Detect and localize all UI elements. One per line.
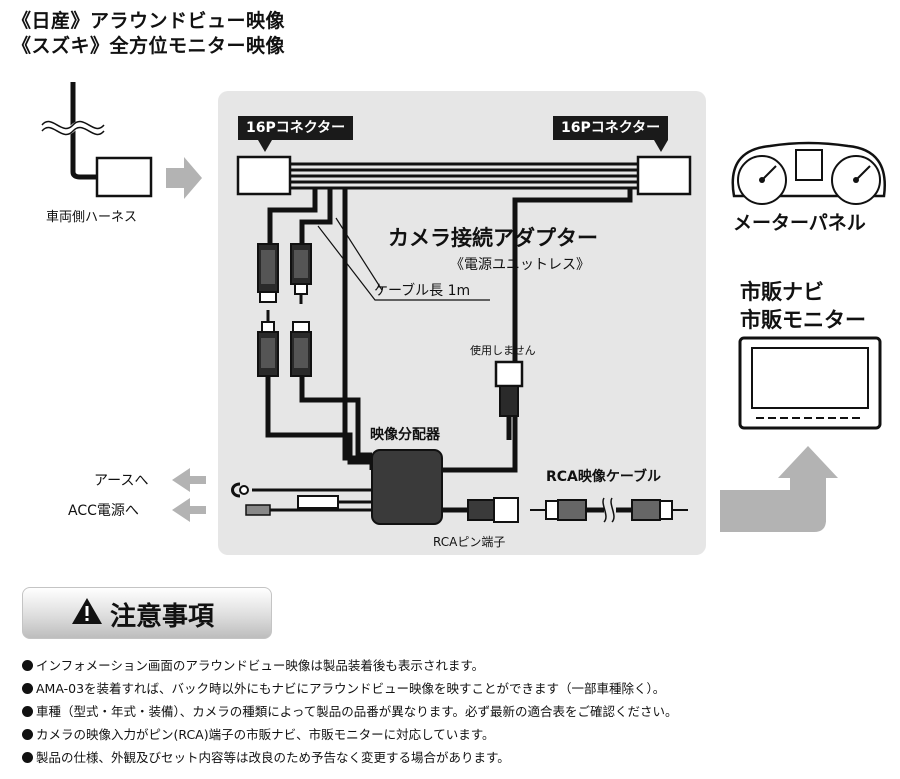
notice-banner (22, 587, 272, 639)
monitor-icon (738, 336, 882, 430)
rca-pin-label: RCAピン端子 (433, 535, 506, 549)
acc-label: ACC電源へ (68, 503, 139, 519)
notice-item: 車種（型式・年式・装備）、カメラの種類によって製品の品番が異なります。必ず最新の… (22, 701, 678, 720)
title-line-2: 《スズキ》全方位モニター映像 (12, 35, 286, 57)
monitor-label: 市販モニター (740, 308, 866, 332)
connector-left (236, 155, 292, 196)
notice-item: インフォメーション画面のアラウンドビュー映像は製品装着後も表示されます。 (22, 655, 484, 674)
arrow-left-icon (172, 468, 206, 492)
notice-item: 製品の仕様、外観及びセット内容等は改良のため予告なく変更する場合があります。 (22, 747, 510, 766)
rca-plugs-upper (257, 243, 312, 304)
unused-label: 使用しません (470, 344, 536, 357)
video-distributor (371, 449, 443, 525)
distributor-outputs (231, 482, 519, 523)
warning-icon (72, 598, 102, 624)
rca-cable-label: RCA映像ケーブル (546, 469, 662, 485)
meter-panel-label: メーターパネル (733, 212, 866, 234)
branch-cables (265, 188, 633, 473)
vehicle-harness (39, 82, 153, 198)
cable-length-label: ケーブル長 1m (374, 283, 471, 299)
adapter-title: カメラ接続アダプター (388, 226, 598, 250)
main-cable (290, 162, 638, 190)
notice-title: 注意事項 (110, 602, 215, 632)
adapter-subtitle: 《電源ユニットレス》 (450, 257, 590, 273)
length-pointer (317, 225, 490, 301)
connector-right (636, 155, 692, 196)
rca-plugs-lower (257, 310, 312, 377)
distributor-label: 映像分配器 (370, 427, 440, 443)
connector-label-left: 16Pコネクター (238, 116, 354, 140)
rca-video-cable (530, 497, 688, 523)
pointer-icon (258, 140, 272, 152)
meter-panel-icon (731, 141, 886, 205)
notice-item: カメラの映像入力がピン(RCA)端子の市販ナビ、市販モニターに対応しています。 (22, 724, 494, 743)
arrow-right-icon (166, 157, 202, 199)
arrow-left-icon (172, 498, 206, 522)
notice-item: AMA-03を装着すれば、バック時以外にもナビにアラウンドビュー映像を映すことが… (22, 678, 665, 697)
navi-label: 市販ナビ (740, 280, 824, 304)
connector-label-right: 16Pコネクター (553, 116, 669, 140)
ground-label: アースへ (94, 473, 149, 489)
harness-label: 車両側ハーネス (46, 210, 138, 225)
title-line-1: 《日産》アラウンドビュー映像 (12, 10, 286, 32)
pointer-icon (654, 140, 668, 152)
unused-plug (494, 360, 524, 440)
